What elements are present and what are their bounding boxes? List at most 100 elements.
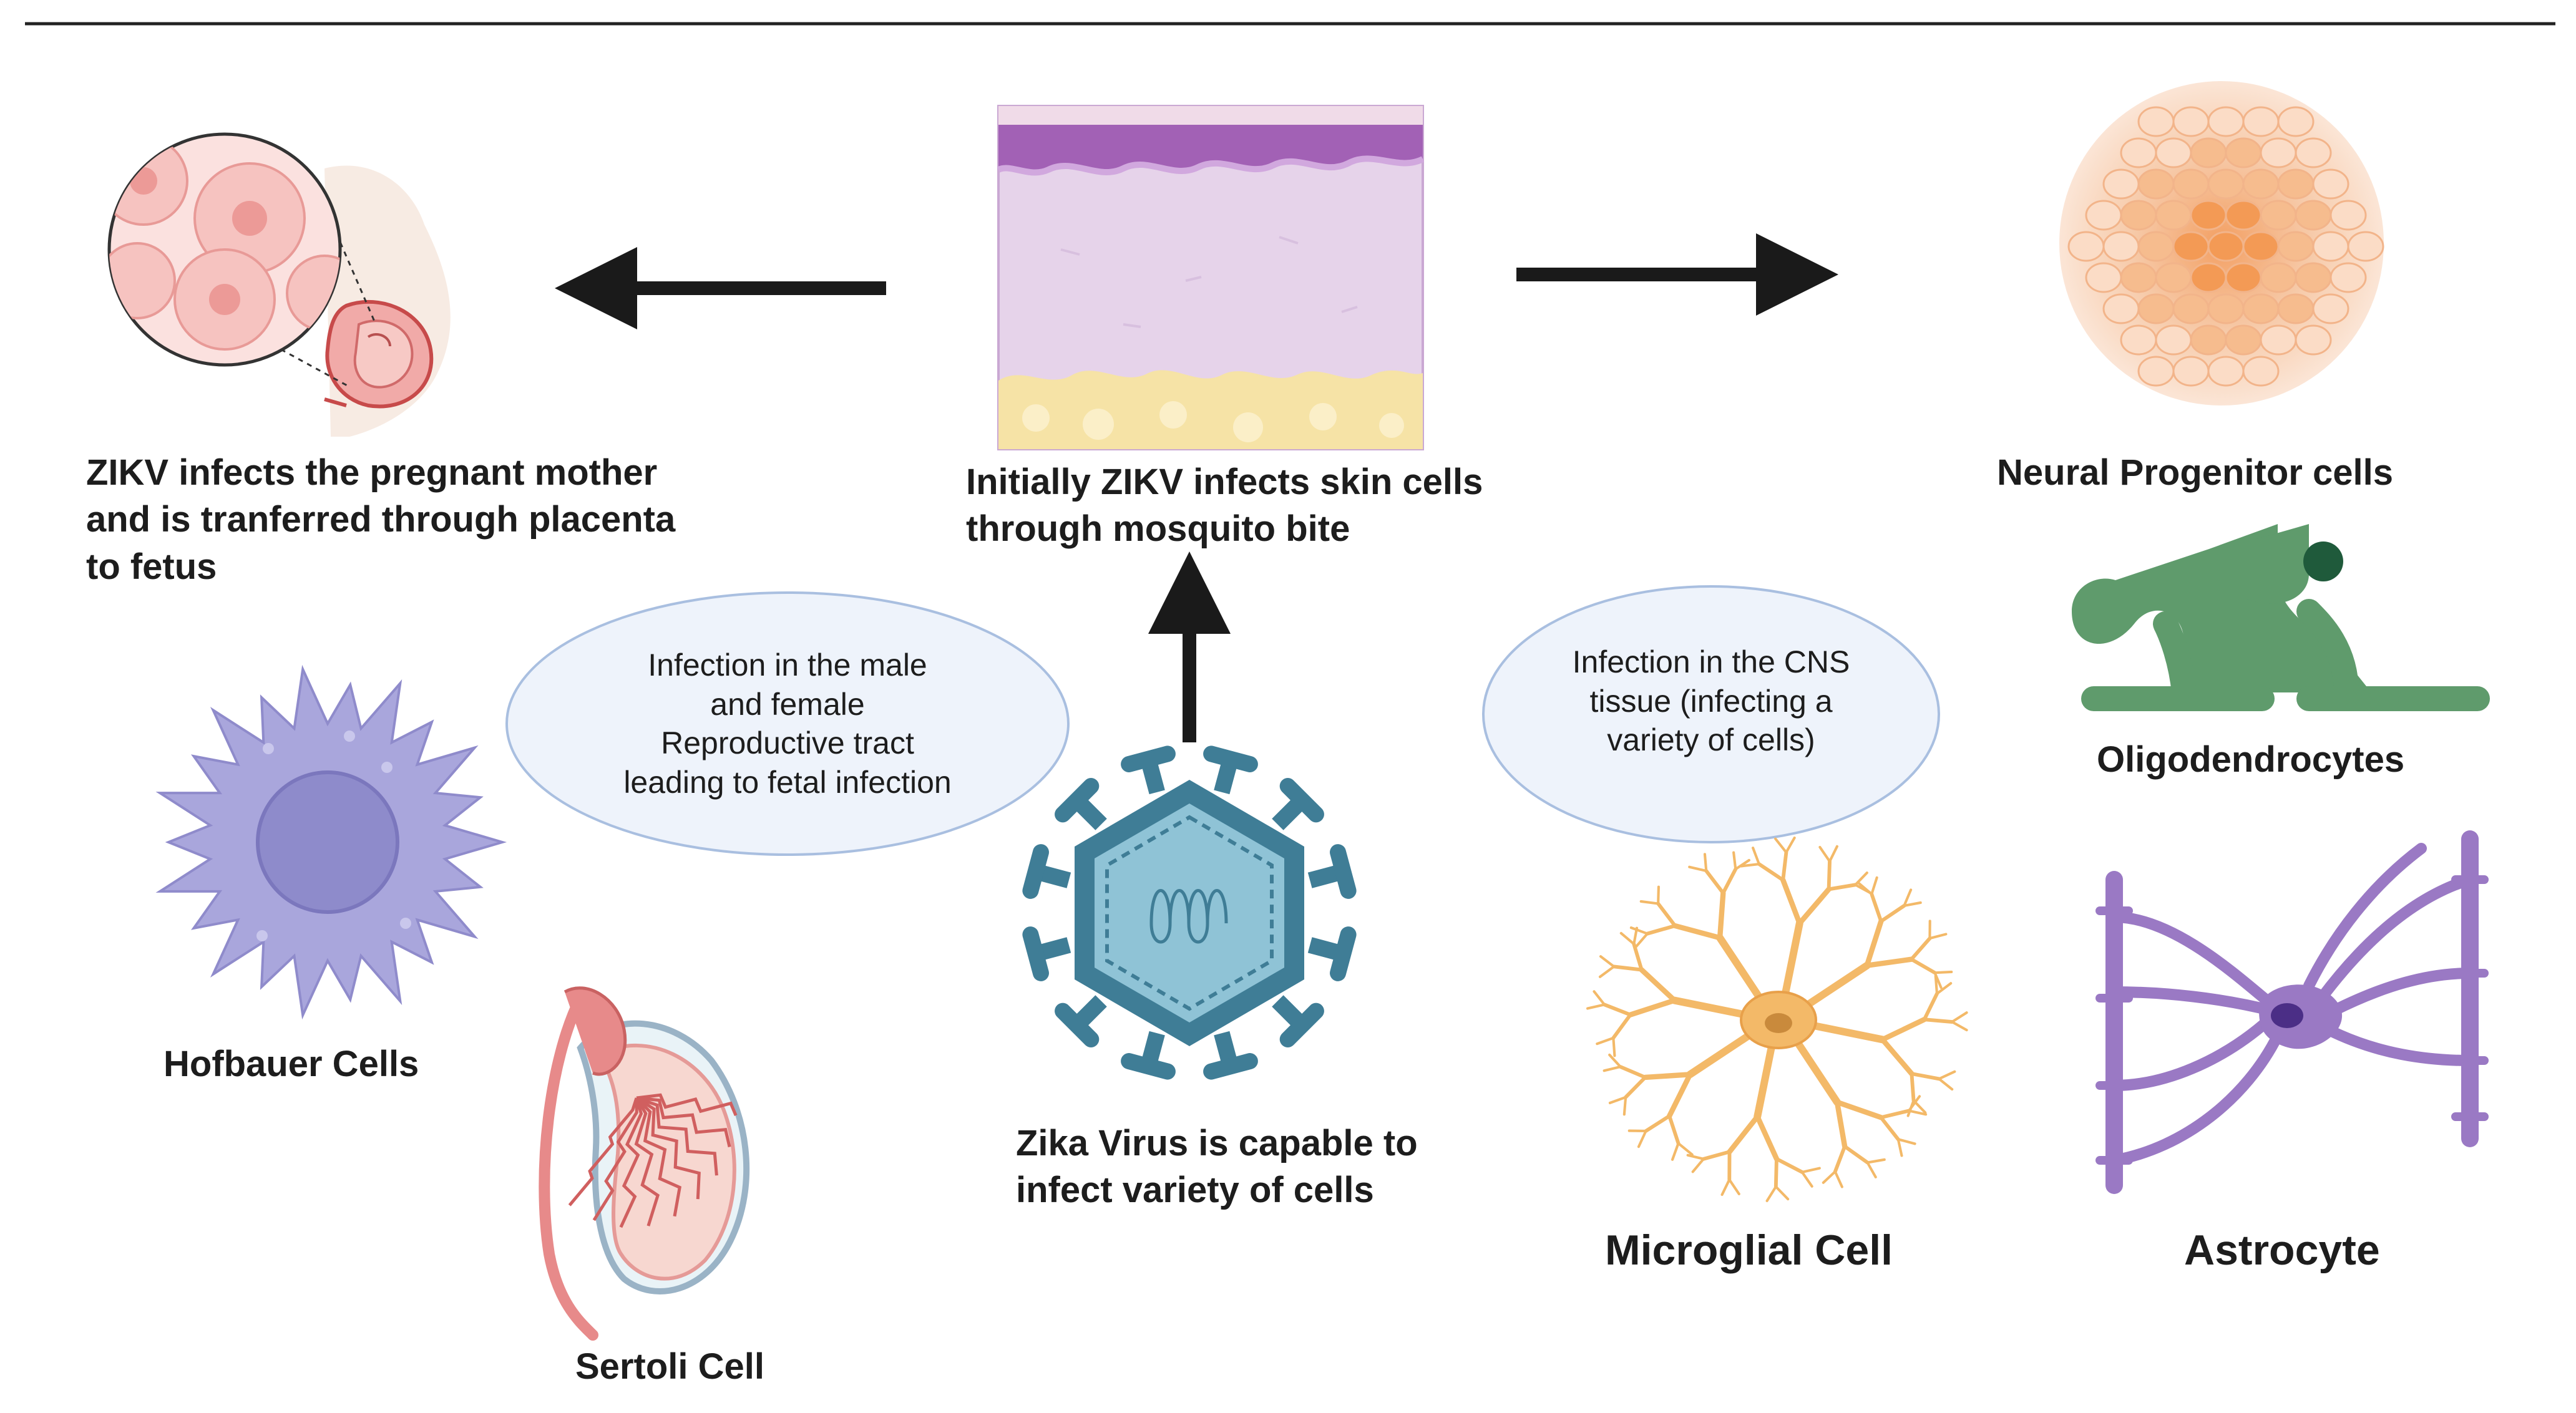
microglia-process: [1686, 1029, 1757, 1079]
skin-label-line-2: through mosquito bite: [966, 508, 1350, 550]
neural-progenitor-cell: [2172, 231, 2210, 262]
microglia-process: [1856, 881, 1873, 896]
microglia-process: [1732, 851, 1737, 871]
microglia-process: [1717, 890, 1726, 941]
microglia-process: [1780, 920, 1803, 1001]
microglia-process: [1896, 1138, 1916, 1145]
microglia-process: [1774, 1185, 1790, 1201]
skin-label-line-1: Initially ZIKV infects skin cells: [966, 462, 1483, 502]
neural-progenitor-cell: [2295, 137, 2332, 168]
microglia-process: [1797, 886, 1832, 926]
neural-progenitor-cell: [2207, 106, 2245, 137]
neural-progenitor-cell: [2330, 200, 2367, 231]
microglia-process: [1827, 859, 1832, 891]
astrocyte-label: Astrocyte: [2184, 1226, 2380, 1274]
microglia-process: [1833, 1144, 1847, 1173]
neural-progenitor-cell: [2260, 200, 2297, 231]
microglia-process: [1728, 1178, 1740, 1195]
neural-progenitor-cell: [2242, 293, 2280, 324]
hofbauer-granule: [256, 930, 268, 941]
neural-progenitor-cell: [2120, 200, 2157, 231]
neural-progenitor-cell: [2172, 356, 2210, 387]
neural-progenitor-cell: [2120, 262, 2157, 293]
microglia-process: [1703, 853, 1708, 873]
neural-progenitor-cell: [2137, 356, 2175, 387]
reproductive-line-2: and female: [710, 686, 865, 722]
microglia-process: [1667, 1114, 1681, 1145]
neural-progenitor-cell: [2242, 168, 2280, 200]
microglia-process: [1933, 970, 1953, 974]
virus-spike-cap: [1330, 844, 1357, 899]
microglia-process: [1792, 1036, 1841, 1106]
microglia-process: [1938, 1070, 1956, 1080]
cns-line-2: tissue (infecting a: [1589, 683, 1833, 719]
neural-progenitor-cell: [2102, 293, 2140, 324]
microglia-process: [1822, 1170, 1837, 1184]
microglia-process: [1834, 1099, 1848, 1149]
microglia-process: [1619, 931, 1636, 946]
neural-progenitor-cell: [2295, 262, 2332, 293]
microglia-process: [1704, 869, 1725, 895]
microglia-process: [1612, 1036, 1616, 1057]
microglia-process: [1586, 1003, 1606, 1010]
neural-progenitor-cell: [2207, 293, 2245, 324]
cns-bubble: [1482, 585, 1940, 843]
neural-progenitor-cell: [2330, 262, 2367, 293]
neural-progenitor-cell: [2277, 106, 2315, 137]
seminiferous-tubule: [592, 1097, 638, 1221]
microglia-process: [1752, 847, 1760, 866]
microglia-process: [1755, 1114, 1780, 1162]
virus-spike-cap: [1203, 1053, 1258, 1080]
skin-label: Initially ZIKV infects skin cells throug…: [966, 459, 1483, 553]
hofbauer-cell-illustration: [155, 664, 507, 1020]
astrocyte-process: [2316, 874, 2476, 1004]
microglia-process: [1922, 1017, 1954, 1024]
neural-progenitor-illustration: [2059, 81, 2384, 405]
neural-progenitor-cell: [2207, 231, 2245, 262]
seminiferous-tubule: [635, 1096, 701, 1200]
seminiferous-tubule: [634, 1097, 660, 1226]
neural-progenitor-cell: [2172, 106, 2210, 137]
neural-progenitor-cell: [2225, 137, 2262, 168]
virus-spike-cap: [1279, 778, 1324, 823]
reproductive-tract-bubble: [505, 591, 1070, 856]
microglia-process: [1910, 1072, 1941, 1081]
microglia-process: [1907, 1095, 1921, 1112]
microglia-process: [1608, 1053, 1622, 1069]
microglial-cell-illustration: [1586, 836, 1968, 1202]
neural-progenitor-cell: [2137, 168, 2175, 200]
neural-progenitor-cell: [2295, 200, 2332, 231]
neural-progenitor-cell: [2085, 200, 2122, 231]
microglia-process: [1671, 996, 1752, 1019]
neural-progenitor-cell: [2260, 137, 2297, 168]
astrocyte-process: [2109, 1030, 2283, 1166]
microglia-process: [1603, 1003, 1632, 1017]
microglia-process: [1843, 1144, 1870, 1165]
microglia-process: [1627, 998, 1677, 1017]
pregnant-mother-label-line-1: ZIKV infects the pregnant mother: [86, 452, 658, 493]
microglia-process: [1951, 1011, 1968, 1024]
neural-progenitor-cell: [2277, 231, 2315, 262]
neural-progenitor-cell: [2295, 324, 2332, 356]
microglia-process: [1622, 1095, 1627, 1116]
microglia-process: [1834, 1099, 1884, 1120]
microglia-process: [1740, 862, 1760, 868]
zika-virus-illustration: [1022, 745, 1357, 1080]
microglia-process: [1870, 892, 1883, 923]
microglia-process: [1805, 1021, 1886, 1044]
microglia-process: [1691, 1157, 1705, 1173]
seminiferous-tubule: [636, 1096, 718, 1176]
hofbauer-granule: [381, 762, 393, 773]
microglia-process: [1781, 850, 1788, 882]
microglia-process: [1922, 991, 1939, 1022]
astrocyte-process: [2322, 1024, 2476, 1066]
microglia-process: [1880, 1017, 1927, 1042]
neural-progenitor-cell: [2190, 262, 2227, 293]
pregnant-mother-illustration: [107, 132, 451, 437]
microglia-process: [1599, 955, 1616, 968]
cns-line-3: variety of cells): [1607, 722, 1815, 757]
neural-progenitor-cell: [2260, 262, 2297, 293]
neural-progenitor-cell: [2242, 231, 2280, 262]
neural-progenitor-cell: [2102, 168, 2140, 200]
